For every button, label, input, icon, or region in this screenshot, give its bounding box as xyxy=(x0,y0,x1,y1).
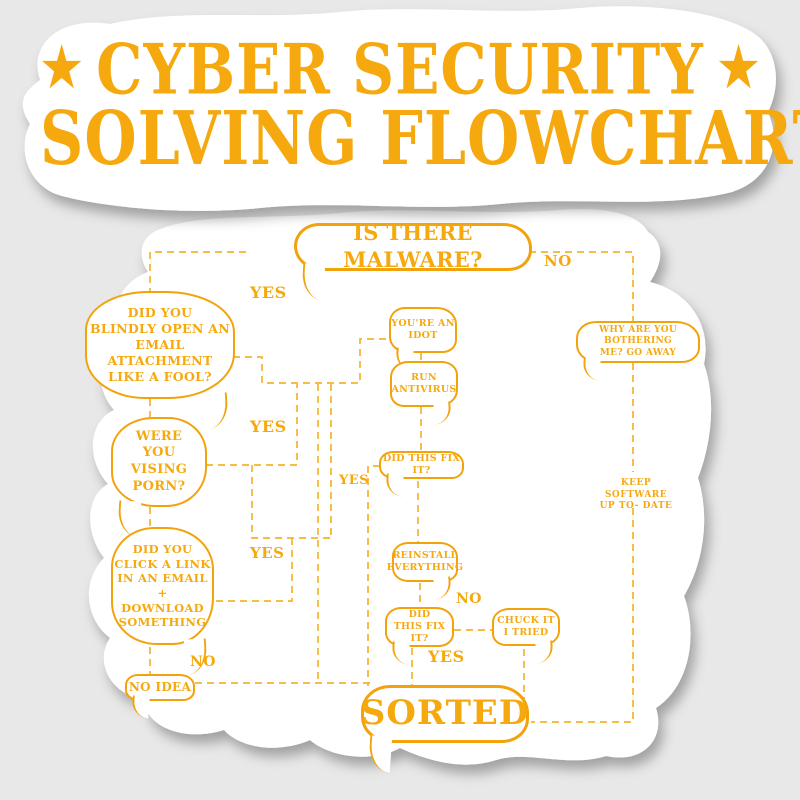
label-yes-mid-left: YES xyxy=(250,417,287,436)
node-chuck-it-i-tried: CHUCK IT I TRIED xyxy=(492,608,560,664)
node-text: YOU'RE AN IDOT xyxy=(391,317,455,341)
star-icon: ★ xyxy=(41,35,82,100)
flow-connectors xyxy=(149,251,634,723)
node-text: DID THIS FIX IT? xyxy=(382,452,461,476)
label-no-mid: NO xyxy=(456,591,482,607)
node-text: DID YOU CLICK A LINK IN AN EMAIL + DOWNL… xyxy=(114,541,211,630)
label-no-bottom-left: NO xyxy=(190,654,216,670)
title-text-1: CYBER SECURITY xyxy=(96,28,704,111)
node-did-this-fix-it-1: DID THIS FIX IT? xyxy=(379,451,464,497)
label-no-top: NO xyxy=(544,252,572,270)
node-text: NO IDEA xyxy=(128,679,192,694)
node-text: DID YOU BLINDLY OPEN AN EMAIL ATTACHMENT… xyxy=(90,305,230,384)
node-blindly-open-attachment: DID YOU BLINDLY OPEN AN EMAIL ATTACHMENT… xyxy=(85,291,235,430)
title-text-2: SOLVING FLOWCHART xyxy=(40,95,800,183)
node-text: WHY ARE YOU BOTHERING ME? GO AWAY xyxy=(598,324,678,358)
node-did-this-fix-it-2: DID THIS FIX IT? xyxy=(385,607,454,665)
node-sorted: SORTED xyxy=(360,685,530,773)
node-is-there-malware: IS THERE MALWARE? xyxy=(294,220,532,301)
node-text: DID THIS FIX IT? xyxy=(393,608,446,645)
label-yes-lower-left: YES xyxy=(250,544,285,562)
node-text: CHUCK IT I TRIED xyxy=(497,614,555,638)
node-run-antivirus: RUN ANTIVIRUS xyxy=(390,361,458,425)
node-youre-an-idot: YOU'RE AN IDOT xyxy=(389,307,457,371)
node-click-a-link-download: DID YOU CLICK A LINK IN AN EMAIL + DOWNL… xyxy=(111,527,214,676)
label-yes-top-left: YES xyxy=(250,283,287,302)
node-why-are-you-bothering-me: WHY ARE YOU BOTHERING ME? GO AWAY xyxy=(576,321,700,381)
node-reinstall-everything: REINSTALL EVERYTHING xyxy=(387,542,463,600)
title-line-1: ★CYBER SECURITY★ xyxy=(33,29,767,111)
label-yes-center: YES xyxy=(339,473,370,488)
label-keep-software-up-to-date: KEEP SOFTWARE UP TO- DATE xyxy=(599,478,673,512)
node-no-idea: NO IDEA xyxy=(125,674,195,719)
label-yes-bottom: YES xyxy=(428,647,465,666)
title-line-2: SOLVING FLOWCHART xyxy=(40,96,800,183)
node-text: WERE YOU VISING PORN? xyxy=(130,428,188,494)
node-text: IS THERE MALWARE? xyxy=(343,220,483,272)
node-text: RUN ANTIVIRUS xyxy=(391,371,457,395)
star-icon: ★ xyxy=(718,35,759,100)
node-were-you-vising-porn: WERE YOU VISING PORN? xyxy=(111,417,207,538)
node-text: SORTED xyxy=(360,693,530,734)
sticker-title-blob xyxy=(22,6,776,211)
node-text: REINSTALL EVERYTHING xyxy=(386,549,464,573)
